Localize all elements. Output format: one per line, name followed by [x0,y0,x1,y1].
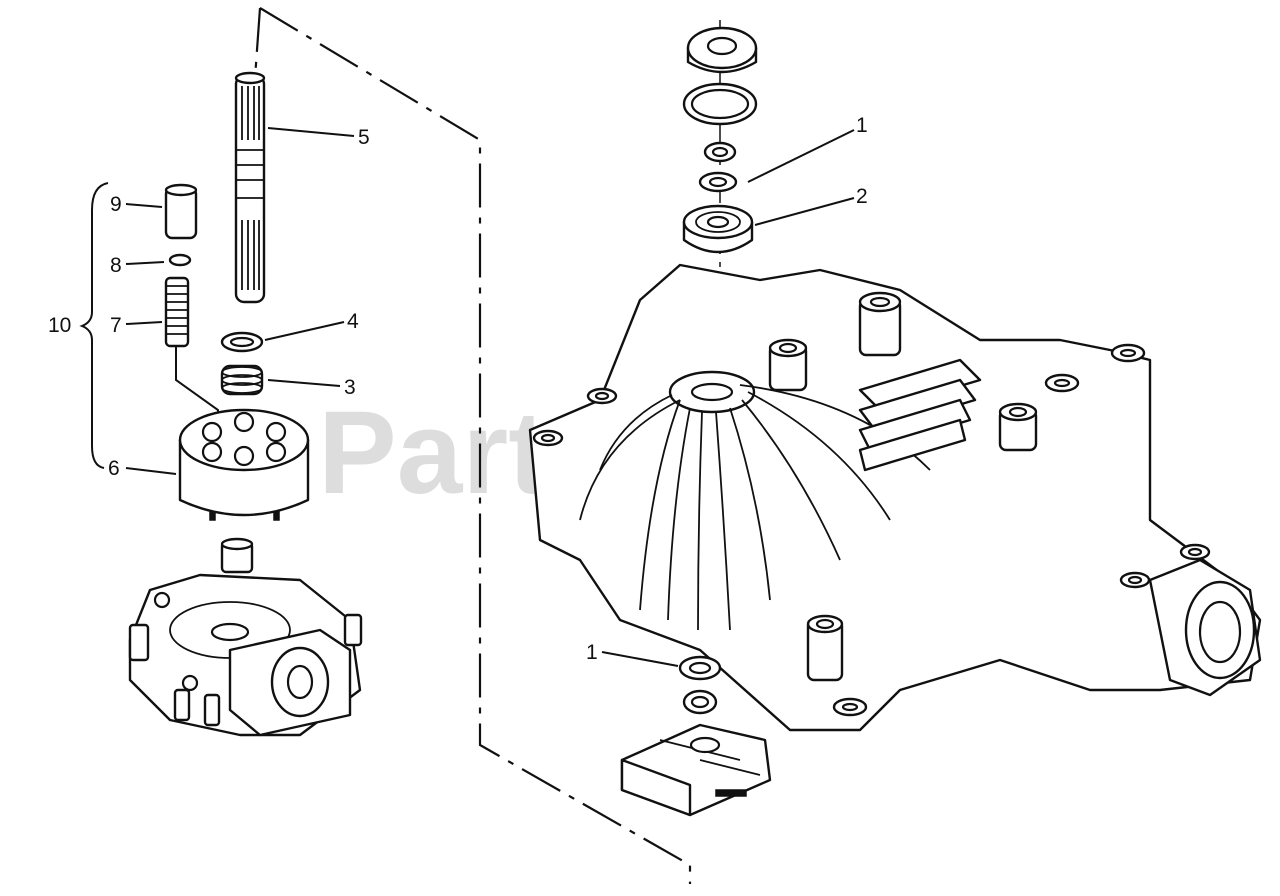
lower-bracket [620,723,772,817]
callout-1-top: 1 [856,114,868,137]
callout-6: 6 [108,457,120,480]
callout-3: 3 [344,376,356,399]
callout-1-bottom: 1 [586,641,598,664]
callout-10: 10 [48,314,71,337]
callout-5: 5 [358,126,370,149]
callout-7: 7 [110,314,122,337]
pump-shaft [234,71,266,304]
cylinder-block [178,408,310,521]
callout-9: 9 [110,193,122,216]
coupler [220,537,254,574]
callout-4: 4 [347,310,359,333]
spacer [703,141,737,163]
thrust-washer [220,331,264,353]
piston [164,183,198,240]
oil-seal [686,26,758,74]
leader-lines [79,127,855,667]
retaining-ring [682,82,758,126]
callout-2: 2 [856,185,868,208]
piston-spring [164,276,190,348]
transmission-housing [528,263,1262,732]
shaft-guide-line [253,7,262,79]
spring [220,364,264,396]
ball-bearing [682,204,754,254]
center-section [128,573,363,737]
lower-seal [678,655,722,681]
callout-labels: 1 2 3 4 5 6 7 8 9 10 1 [48,114,868,664]
callout-8: 8 [110,254,122,277]
piston-ring [168,253,192,267]
washer-top [698,171,738,193]
lower-washer [682,689,718,715]
assembly-guide-line [259,7,692,884]
